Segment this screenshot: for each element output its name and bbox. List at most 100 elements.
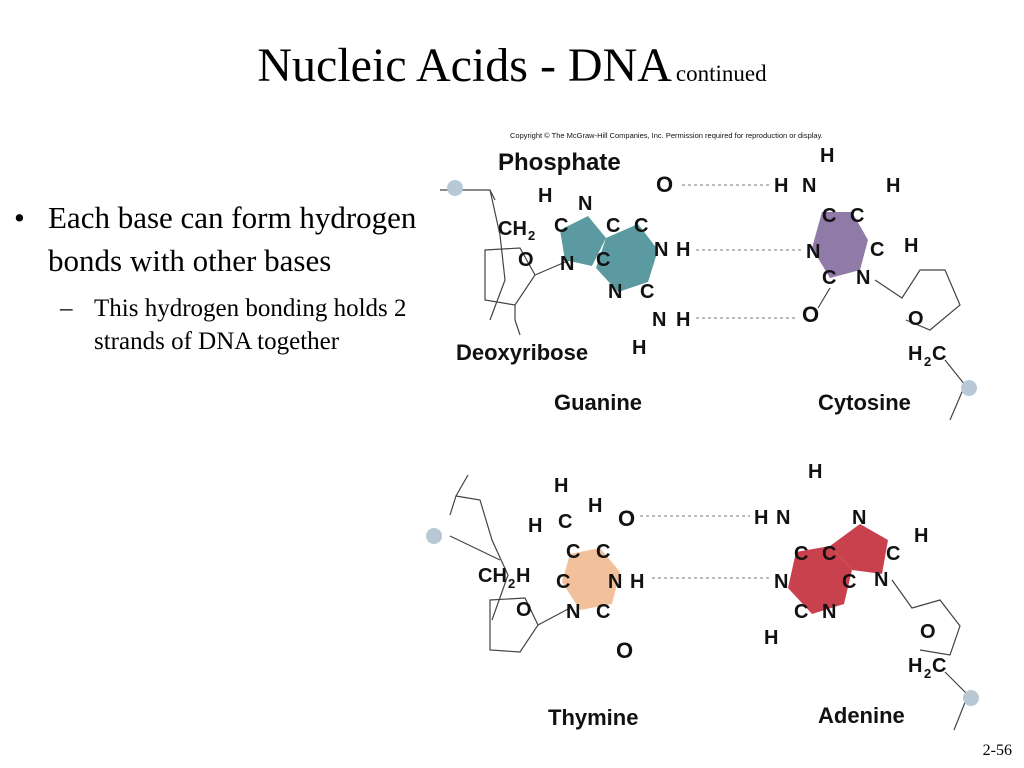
svg-text:N: N xyxy=(652,309,666,331)
svg-text:N: N xyxy=(560,253,574,275)
svg-text:N: N xyxy=(806,241,820,263)
bullet-list: • Each base can form hydrogen bonds with… xyxy=(8,196,428,358)
svg-text:H: H xyxy=(554,475,568,497)
copyright-notice: Copyright © The McGraw-Hill Companies, I… xyxy=(510,131,823,140)
phosphate-ball-icon xyxy=(963,690,979,706)
deoxyribose-ring-icon xyxy=(449,535,539,653)
phosphate-ball-icon xyxy=(426,528,442,544)
slide-title: Nucleic Acids - DNA continued xyxy=(0,38,1024,93)
svg-text:N: N xyxy=(774,571,788,593)
svg-text:N: N xyxy=(852,507,866,529)
svg-text:O: O xyxy=(518,249,534,271)
svg-text:H: H xyxy=(528,515,542,537)
svg-text:H: H xyxy=(676,309,690,331)
svg-text:2: 2 xyxy=(924,354,931,369)
svg-text:N: N xyxy=(874,569,888,591)
svg-text:C: C xyxy=(606,215,620,237)
svg-text:N: N xyxy=(822,601,836,623)
svg-text:C: C xyxy=(794,543,808,565)
deoxyribose-ring-icon xyxy=(891,579,961,656)
svg-text:O: O xyxy=(618,506,635,531)
svg-text:C: C xyxy=(850,205,864,227)
svg-text:C: C xyxy=(932,655,946,677)
bullet-marker: • xyxy=(14,200,25,235)
guanine-ring-6-icon xyxy=(596,224,658,292)
svg-text:H: H xyxy=(774,175,788,197)
svg-text:H: H xyxy=(908,343,922,365)
deoxyribose-ring-icon xyxy=(817,269,961,331)
svg-text:N: N xyxy=(578,193,592,215)
svg-text:H: H xyxy=(632,337,646,359)
svg-text:H: H xyxy=(764,627,778,649)
svg-text:CH: CH xyxy=(498,218,527,240)
svg-text:H: H xyxy=(908,655,922,677)
title-suffix: continued xyxy=(675,61,767,86)
svg-text:C: C xyxy=(558,511,572,533)
svg-text:2: 2 xyxy=(508,576,515,591)
svg-text:H: H xyxy=(904,235,918,257)
svg-text:C: C xyxy=(842,571,856,593)
svg-text:C: C xyxy=(822,543,836,565)
svg-text:C: C xyxy=(932,343,946,365)
deoxyribose-ring-icon xyxy=(484,247,536,306)
svg-text:C: C xyxy=(886,543,900,565)
svg-text:O: O xyxy=(616,638,633,663)
svg-text:H: H xyxy=(754,507,768,529)
svg-text:C: C xyxy=(596,541,610,563)
svg-text:H: H xyxy=(588,495,602,517)
svg-text:N: N xyxy=(802,175,816,197)
cytosine-label: Cytosine xyxy=(818,390,911,415)
svg-text:C: C xyxy=(640,281,654,303)
cytosine-ring-icon xyxy=(812,212,868,278)
svg-text:H: H xyxy=(808,461,822,483)
svg-text:O: O xyxy=(920,621,936,643)
svg-text:H: H xyxy=(676,239,690,261)
svg-text:C: C xyxy=(822,267,836,289)
title-text: Nucleic Acids - DNA xyxy=(257,39,672,92)
svg-text:C: C xyxy=(596,601,610,623)
svg-text:H: H xyxy=(914,525,928,547)
svg-text:C: C xyxy=(634,215,648,237)
svg-text:CH: CH xyxy=(478,565,507,587)
svg-text:C: C xyxy=(822,205,836,227)
thymine-ring-icon xyxy=(562,548,620,610)
svg-text:2: 2 xyxy=(924,666,931,681)
svg-text:O: O xyxy=(908,308,924,330)
svg-text:C: C xyxy=(556,571,570,593)
phosphate-ball-icon xyxy=(447,180,463,196)
svg-text:C: C xyxy=(596,249,610,271)
svg-text:O: O xyxy=(802,302,819,327)
phosphate-ball-icon xyxy=(961,380,977,396)
guanine-ring-5-icon xyxy=(560,216,606,266)
svg-text:O: O xyxy=(656,172,673,197)
guanine-label: Guanine xyxy=(554,390,642,415)
svg-text:H: H xyxy=(630,571,644,593)
sub-bullet-item: – This hydrogen bonding holds 2 strands … xyxy=(8,292,428,358)
svg-text:C: C xyxy=(794,601,808,623)
bullet-text: Each base can form hydrogen bonds with o… xyxy=(48,200,417,278)
svg-text:H: H xyxy=(820,145,834,167)
adenine-ring-5-icon xyxy=(830,524,888,574)
svg-text:N: N xyxy=(654,239,668,261)
deoxyribose-label: Deoxyribose xyxy=(456,340,588,365)
svg-text:N: N xyxy=(776,507,790,529)
svg-text:C: C xyxy=(870,239,884,261)
sub-bullet-text: This hydrogen bonding holds 2 strands of… xyxy=(94,295,407,355)
svg-text:C: C xyxy=(554,215,568,237)
slide-number: 2-56 xyxy=(982,742,1012,759)
adenine-label: Adenine xyxy=(818,703,905,728)
base-pairing-diagram: Copyright © The McGraw-Hill Companies, I… xyxy=(426,131,979,731)
adenine-ring-6-icon xyxy=(788,546,852,614)
svg-text:H: H xyxy=(538,185,552,207)
bullet-item: • Each base can form hydrogen bonds with… xyxy=(8,196,428,282)
svg-text:H: H xyxy=(516,565,530,587)
svg-text:N: N xyxy=(608,281,622,303)
svg-text:C: C xyxy=(566,541,580,563)
phosphate-label: Phosphate xyxy=(498,149,621,176)
thymine-label: Thymine xyxy=(548,705,638,730)
svg-text:N: N xyxy=(566,601,580,623)
sub-bullet-marker: – xyxy=(60,295,73,322)
svg-text:H: H xyxy=(886,175,900,197)
